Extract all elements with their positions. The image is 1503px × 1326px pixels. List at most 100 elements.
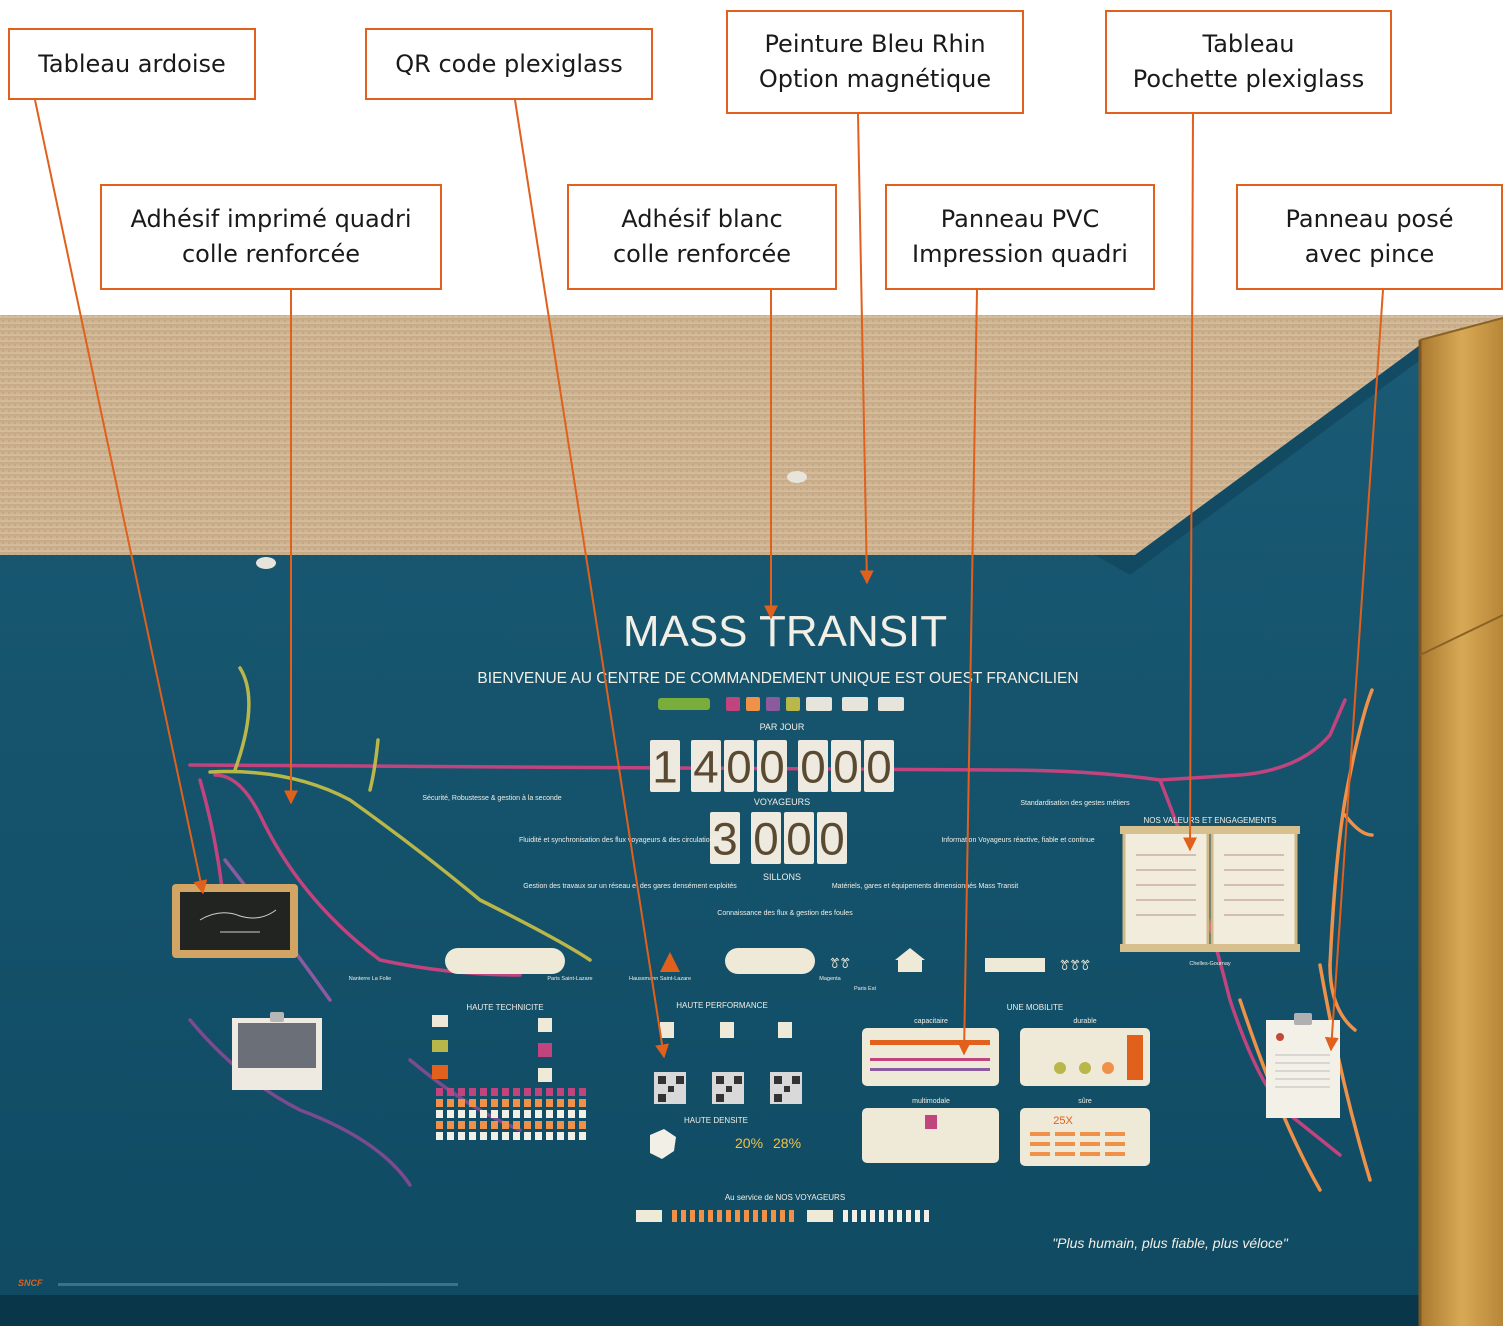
- digit-tile: [817, 812, 847, 864]
- person-figure: [447, 1110, 454, 1118]
- sillons-label: SILLONS: [763, 872, 801, 882]
- callout-line: Impression quadri: [912, 240, 1128, 268]
- rider-figure: [906, 1210, 911, 1222]
- rider-figure: [735, 1210, 740, 1222]
- person-figure: [557, 1088, 564, 1096]
- mural-subtitle: BIENVENUE AU CENTRE DE COMMANDEMENT UNIQ…: [477, 670, 1078, 687]
- station-haussmann: Haussmann Saint-Lazare: [629, 976, 691, 982]
- person-figure: [502, 1132, 509, 1140]
- person-figure: [491, 1110, 498, 1118]
- rider-figure: [681, 1210, 686, 1222]
- digit-value: 0: [759, 742, 784, 793]
- stat-25x: 25X: [1053, 1115, 1073, 1127]
- person-figure: [502, 1110, 509, 1118]
- digit-value: 0: [866, 742, 891, 793]
- callout-peinture: Peinture Bleu Rhin Option magnétique: [726, 10, 1024, 114]
- person-figure: [535, 1132, 542, 1140]
- callout-line: Panneau PVC: [940, 205, 1100, 233]
- section-haute-densite: HAUTE DENSITE: [684, 1116, 748, 1125]
- person-figure: [557, 1132, 564, 1140]
- callout-line: Tableau ardoise: [38, 49, 226, 78]
- person-figure: [469, 1088, 476, 1096]
- callout-line: avec pince: [1304, 240, 1435, 268]
- ceiling-fixtures: [256, 471, 807, 569]
- callout-panneau-pvc: Panneau PVC Impression quadri: [885, 184, 1155, 290]
- person-figure: [513, 1099, 520, 1107]
- person-figure: [480, 1132, 487, 1140]
- station-saint-lazare: Paris Saint-Lazare: [547, 976, 592, 982]
- person-figure: [513, 1088, 520, 1096]
- person-figure: [546, 1099, 553, 1107]
- person-figure: [524, 1099, 531, 1107]
- mural-quote: "Plus humain, plus fiable, plus véloce": [1052, 1235, 1289, 1251]
- section-haute-technicite: HAUTE TECHNICITE: [466, 1003, 543, 1012]
- digit-value: 4: [693, 742, 718, 793]
- callout-qr-code: QR code plexiglass: [365, 28, 653, 100]
- person-figure: [447, 1099, 454, 1107]
- person-figure: [513, 1110, 520, 1118]
- par-jour-label: PAR JOUR: [760, 722, 805, 732]
- person-figure: [502, 1088, 509, 1096]
- person-figure: [535, 1099, 542, 1107]
- station-magenta: Magenta: [819, 976, 841, 982]
- person-figure: [480, 1088, 487, 1096]
- sncf-logo: SNCF: [18, 1278, 43, 1288]
- callout-panneau-pose: Panneau posé avec pince: [1236, 184, 1503, 290]
- person-figure: [469, 1099, 476, 1107]
- rider-figure: [762, 1210, 767, 1222]
- wood-panel: [1418, 317, 1503, 1326]
- person-figure: [447, 1132, 454, 1140]
- callout-line: Pochette plexiglass: [1132, 65, 1365, 93]
- person-figure: [524, 1121, 531, 1129]
- person-figure: [568, 1088, 575, 1096]
- person-figure: [447, 1121, 454, 1129]
- annotation-standardisation: Standardisation des gestes métiers: [1020, 800, 1130, 807]
- svg-text:ꔢꔢ: ꔢꔢ: [830, 956, 851, 972]
- section-valeurs: NOS VALEURS ET ENGAGEMENTS: [1143, 816, 1276, 825]
- credits-line: [58, 1283, 458, 1286]
- person-figure: [557, 1099, 564, 1107]
- person-figure: [491, 1088, 498, 1096]
- person-figure: [546, 1110, 553, 1118]
- digit-value: 0: [800, 742, 825, 793]
- station-chelles: Chelles-Gournay: [1189, 961, 1231, 967]
- ceiling: [0, 315, 1503, 555]
- person-figure: [436, 1132, 443, 1140]
- callout-adhesif-quadri: Adhésif imprimé quadri colle renforcée: [100, 184, 442, 290]
- plexiglass-boards: [1120, 826, 1300, 952]
- person-figure: [568, 1121, 575, 1129]
- label-multimodale: multimodale: [912, 1098, 950, 1105]
- rider-figure: [915, 1210, 920, 1222]
- digit-value: 0: [726, 742, 751, 793]
- photo-panel-clip: [232, 1012, 322, 1090]
- callout-line: colle renforcée: [181, 240, 361, 268]
- person-figure: [480, 1110, 487, 1118]
- person-figure: [524, 1110, 531, 1118]
- person-figure: [513, 1121, 520, 1129]
- section-une-mobilite: UNE MOBILITE: [1007, 1003, 1063, 1012]
- clip-panel: [1266, 1013, 1340, 1118]
- person-figure: [469, 1110, 476, 1118]
- person-figure: [546, 1132, 553, 1140]
- rider-figure: [870, 1210, 875, 1222]
- callout-line: Adhésif imprimé quadri: [130, 205, 412, 233]
- digit-tile: [724, 740, 754, 792]
- digit-value: 0: [833, 742, 858, 793]
- rider-figure: [879, 1210, 884, 1222]
- rider-figure: [780, 1210, 785, 1222]
- person-figure: [524, 1132, 531, 1140]
- stat-20: 20%: [735, 1135, 763, 1151]
- person-figure: [491, 1121, 498, 1129]
- label-sure: sûre: [1078, 1098, 1092, 1105]
- person-figure: [436, 1088, 443, 1096]
- person-figure: [579, 1121, 586, 1129]
- person-figure: [579, 1099, 586, 1107]
- haute-technicite-block: [432, 1015, 586, 1140]
- digit-value: 0: [753, 814, 778, 865]
- digit-tile: [710, 812, 740, 864]
- rider-figure: [852, 1210, 857, 1222]
- person-figure: [491, 1099, 498, 1107]
- callout-tableau-pochette: Tableau Pochette plexiglass: [1105, 10, 1392, 114]
